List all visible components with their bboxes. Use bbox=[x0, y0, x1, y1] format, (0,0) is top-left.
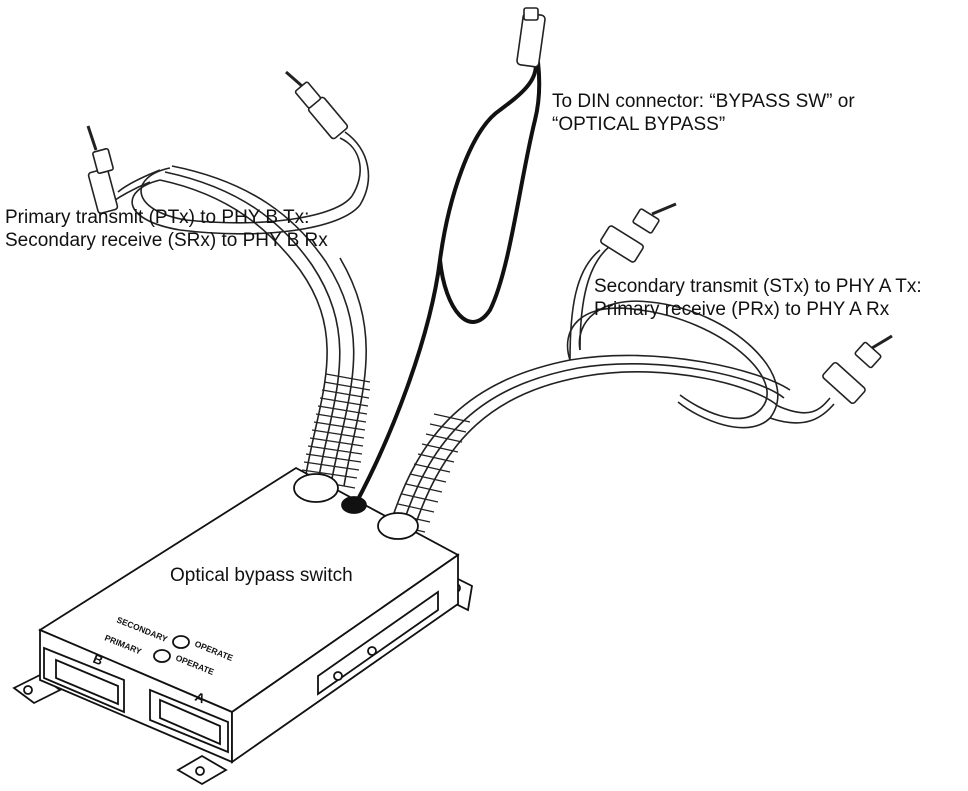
led-secondary bbox=[172, 635, 190, 649]
optical-bypass-switch bbox=[12, 466, 473, 786]
port-a bbox=[149, 688, 229, 754]
led-primary bbox=[153, 649, 171, 663]
din-cable bbox=[353, 59, 542, 506]
phy-a-connector-right bbox=[822, 334, 893, 405]
phy-a-connector-top bbox=[600, 202, 677, 263]
phy-b-label: Primary transmit (PTx) to PHY B Tx: Seco… bbox=[5, 207, 328, 251]
phy-a-label: Secondary transmit (STx) to PHY A Tx: Pr… bbox=[594, 276, 922, 320]
boot-left bbox=[293, 473, 339, 503]
boot-right bbox=[377, 512, 419, 540]
phy-b-connector-left bbox=[86, 125, 119, 214]
din-connector bbox=[516, 7, 546, 68]
phy-a-fiber-cable bbox=[389, 245, 835, 530]
phy-b-spiral-sheath bbox=[299, 373, 371, 489]
boot-din bbox=[341, 496, 367, 514]
switch-right-face bbox=[231, 553, 459, 764]
din-connector-label: To DIN connector: “BYPASS SW” or “OPTICA… bbox=[552, 91, 855, 135]
device-label: Optical bypass switch bbox=[170, 565, 353, 586]
phy-b-fiber-cable bbox=[111, 131, 370, 487]
phy-b-connector-right bbox=[285, 70, 349, 140]
